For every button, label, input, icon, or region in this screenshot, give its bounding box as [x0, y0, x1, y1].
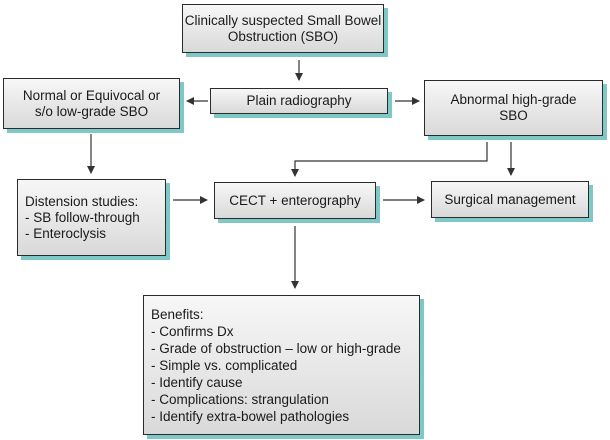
node-line: - SB follow-through: [25, 209, 140, 225]
node-line: - Enteroclysis: [25, 225, 107, 241]
node-line: Plain radiography: [246, 93, 352, 108]
node-line: - Identify extra-bowel pathologies: [151, 408, 350, 424]
node-line: Surgical management: [444, 191, 576, 207]
node-line: SBO: [499, 108, 528, 123]
node-line: Clinically suspected Small Bowel: [184, 12, 382, 28]
node-line: - Confirms Dx: [151, 323, 234, 339]
node-normal-equivocal: Normal or Equivocal or s/o low-grade SBO: [3, 78, 180, 129]
node-surgical-management: Surgical management: [431, 181, 589, 218]
node-line: - Grade of obstruction – low or high-gra…: [151, 340, 401, 356]
node-suspected-sbo: Clinically suspected Small Bowel Obstruc…: [182, 4, 384, 53]
node-line: Abnormal high-grade: [450, 92, 577, 107]
arrow-abnormal-to-cect: [291, 142, 488, 177]
node-distension-studies: Distension studies: - SB follow-through …: [17, 179, 166, 256]
node-line: CECT + enterography: [229, 192, 361, 208]
node-plain-radiography: Plain radiography: [210, 88, 388, 114]
node-line: - Complications: strangulation: [151, 391, 329, 407]
node-cect-enterography: CECT + enterography: [214, 182, 376, 219]
node-abnormal-high-grade: Abnormal high-grade SBO: [424, 80, 603, 136]
node-line: Benefits:: [151, 306, 204, 322]
node-line: Obstruction (SBO): [227, 28, 339, 44]
node-line: Distension studies:: [25, 193, 139, 209]
node-benefits: Benefits: - Confirms Dx - Grade of obstr…: [143, 295, 420, 435]
node-line: s/o low-grade SBO: [34, 103, 149, 119]
node-line: - Simple vs. complicated: [151, 357, 298, 373]
node-line: - Identify cause: [151, 374, 243, 390]
node-line: Normal or Equivocal or: [22, 87, 161, 103]
